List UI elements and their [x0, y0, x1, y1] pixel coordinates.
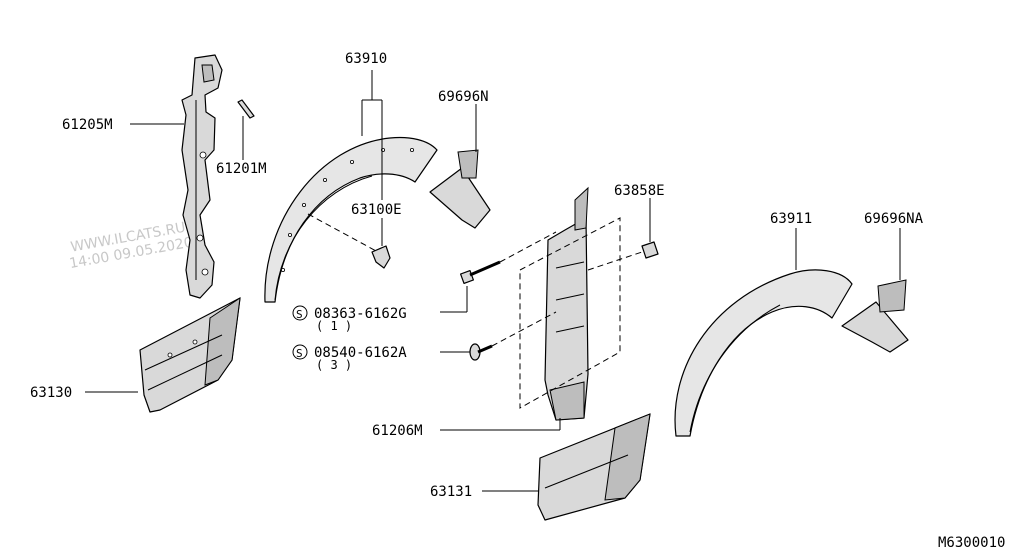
part-61201M-pin[interactable]	[237, 99, 255, 119]
label-63100E: 63100E	[351, 202, 402, 218]
label-63131: 63131	[430, 484, 472, 500]
label-08363-qty: ( 1 )	[316, 319, 352, 333]
label-08363-6162G: 08363-6162G	[314, 306, 407, 322]
part-08540-screw[interactable]	[469, 343, 493, 361]
dash-clip-line	[307, 213, 379, 253]
label-63910: 63910	[345, 51, 387, 67]
label-69696NA: 69696NA	[864, 211, 924, 227]
std-symbol-08540: S	[292, 344, 308, 360]
dash-63858E-line	[587, 251, 643, 271]
part-08363-bolt[interactable]	[459, 260, 501, 285]
part-69696NA-flap[interactable]	[841, 279, 909, 353]
diagram-code: M6300010	[938, 535, 1005, 551]
label-63858E: 63858E	[614, 183, 665, 199]
part-63100E-clip[interactable]	[371, 245, 391, 269]
part-69696N-flap[interactable]	[429, 149, 491, 229]
dash-box	[519, 217, 621, 409]
label-61201M: 61201M	[216, 161, 267, 177]
svg-text:S: S	[296, 308, 303, 321]
part-63130-panel[interactable]	[139, 296, 241, 413]
leader-lines	[85, 70, 901, 492]
label-08540-qty: ( 3 )	[316, 358, 352, 372]
watermark: WWW.ILCATS.RU 14:00 09.05.2020	[68, 220, 194, 272]
label-61206M: 61206M	[372, 423, 423, 439]
label-61205M: 61205M	[62, 117, 113, 133]
label-63130: 63130	[30, 385, 72, 401]
label-63911: 63911	[770, 211, 812, 227]
std-symbol-08363: S	[292, 305, 308, 321]
part-61205M-bracket[interactable]	[181, 54, 223, 299]
part-63911-wheel-arch[interactable]	[674, 269, 853, 437]
labels: 61205M 61201M 63910 69696N 63100E 63858E…	[30, 51, 1005, 551]
part-63858E-clip[interactable]	[641, 241, 659, 259]
label-69696N: 69696N	[438, 89, 489, 105]
part-63131-panel[interactable]	[537, 413, 651, 521]
label-08540-6162A: 08540-6162A	[314, 345, 407, 361]
svg-text:S: S	[296, 347, 303, 360]
dash-bolt-line	[499, 231, 557, 263]
dash-screw-line	[491, 311, 557, 347]
part-63910-wheel-arch[interactable]	[264, 136, 438, 303]
part-61206M-pillar[interactable]	[544, 186, 589, 421]
